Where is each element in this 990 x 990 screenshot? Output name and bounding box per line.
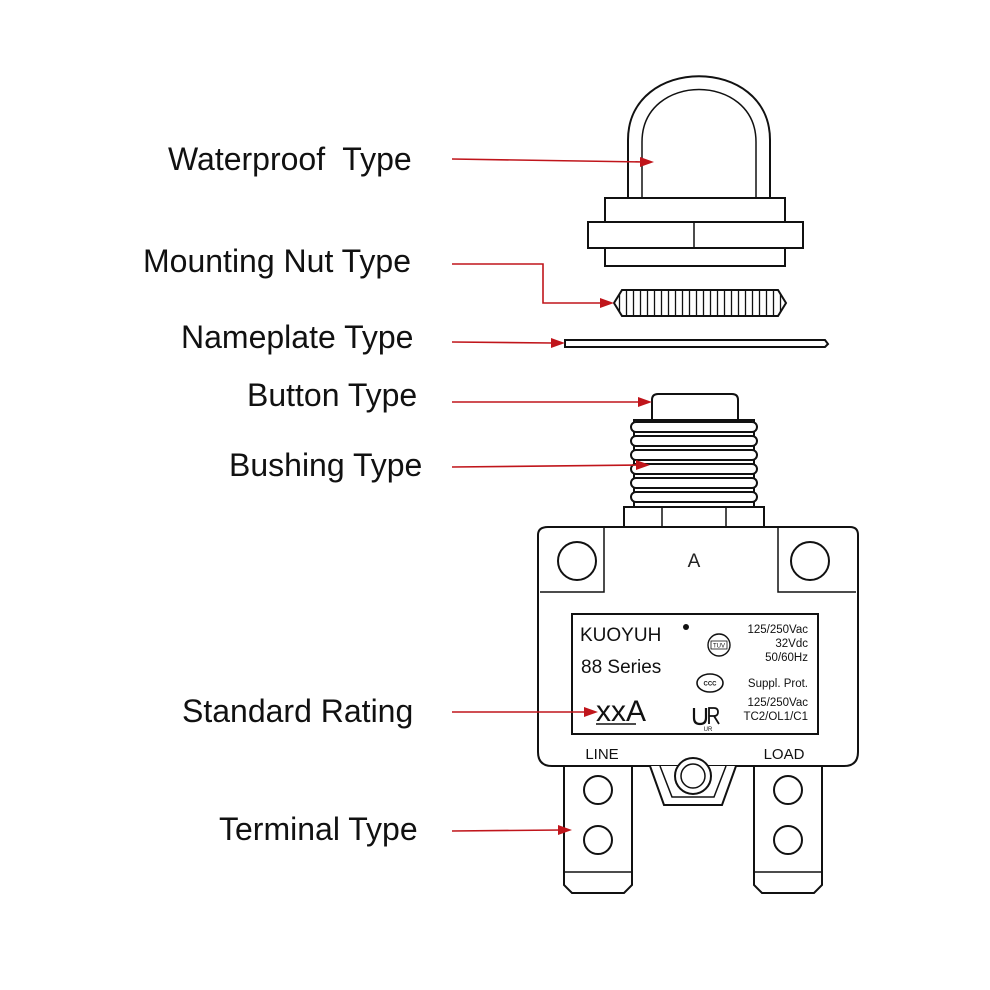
registered-mark (683, 624, 689, 630)
label-mounting-nut: Mounting Nut Type (143, 243, 411, 279)
label-terminal: Terminal Type (219, 811, 418, 847)
tuv-mark-text: TUV (713, 644, 725, 650)
spec-line-2: 32Vdc (775, 638, 808, 650)
mounting-nut (612, 289, 788, 317)
label-nameplate: Nameplate Type (181, 319, 413, 355)
center-screw-lug (649, 757, 737, 806)
threaded-bushing (623, 419, 765, 528)
ccc-mark-text: CCC (704, 682, 718, 688)
leader-waterproof (451, 157, 654, 167)
leader-standard-rating (452, 707, 598, 717)
spec-line-5: 125/250Vac (747, 697, 808, 709)
ur-mark-text: UR (704, 727, 713, 733)
label-bushing: Bushing Type (229, 447, 422, 483)
label-waterproof: Waterproof Type (168, 141, 412, 177)
push-button (651, 393, 739, 423)
terminal-load (753, 765, 823, 894)
spec-line-1: 125/250Vac (747, 624, 808, 636)
leader-button (452, 397, 652, 407)
spec-line-4: Suppl. Prot. (748, 678, 808, 690)
leader-nameplate (451, 338, 565, 348)
nameplate-sheet (564, 339, 830, 348)
plate-rating: xxA (596, 695, 646, 728)
body-letter: A (688, 551, 701, 572)
waterproof-cap (587, 75, 804, 267)
terminal-label-load: LOAD (764, 746, 805, 763)
label-button: Button Type (247, 377, 417, 413)
terminal-label-line: LINE (585, 746, 618, 763)
nameplate-label: KUOYUH 88 Series xxA 125/250Vac 32Vdc 50… (571, 613, 819, 735)
leader-terminal (451, 825, 572, 835)
spec-line-6: TC2/OL1/C1 (743, 711, 808, 723)
plate-series: 88 Series (581, 657, 661, 678)
ccc-mark-icon: CCC (696, 673, 724, 693)
leader-mounting-nut (452, 263, 614, 308)
plate-brand: KUOYUH (580, 625, 661, 646)
terminal-line (563, 765, 633, 894)
ur-mark-icon: UR (692, 707, 720, 733)
leader-bushing (451, 460, 650, 470)
spec-line-3: 50/60Hz (765, 652, 808, 664)
tuv-mark-icon: TUV (707, 633, 731, 657)
label-standard-rating: Standard Rating (182, 693, 413, 729)
